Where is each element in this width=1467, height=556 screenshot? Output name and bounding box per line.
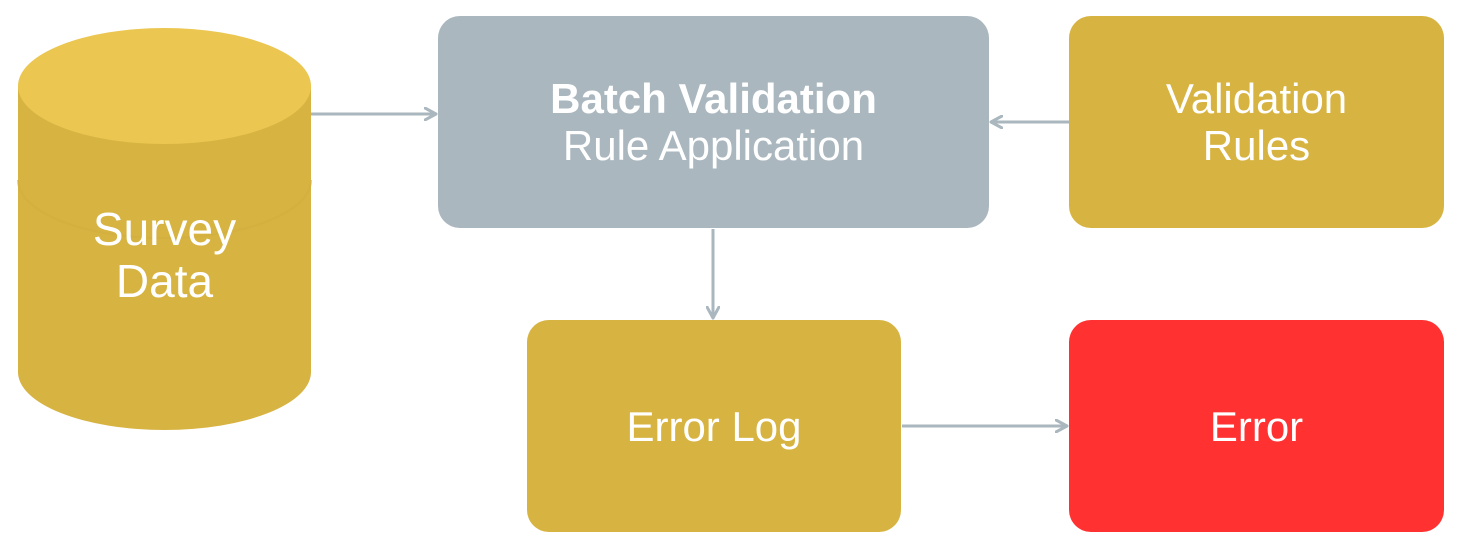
error-label: Error (1209, 402, 1304, 450)
validation-rules-node: Validation Rules (1069, 16, 1444, 228)
error-log-node: Error Log (527, 320, 901, 532)
survey-data-line-2: Data (115, 255, 214, 307)
survey-data-label: Survey Data (18, 200, 311, 310)
cylinder-body (18, 86, 311, 430)
cylinder-band (17, 179, 312, 239)
validation-rules-line-2: Rules (1202, 122, 1311, 169)
batch-validation-node: Batch Validation Rule Application (438, 16, 989, 228)
batch-validation-subtitle: Rule Application (562, 122, 865, 169)
batch-validation-title: Batch Validation (550, 75, 877, 122)
validation-rules-line-1: Validation (1165, 75, 1348, 122)
survey-data-line-1: Survey (92, 203, 237, 255)
cylinder-top (18, 28, 311, 144)
error-log-label: Error Log (626, 402, 802, 450)
error-node: Error (1069, 320, 1444, 532)
survey-data-database-icon (17, 28, 312, 430)
